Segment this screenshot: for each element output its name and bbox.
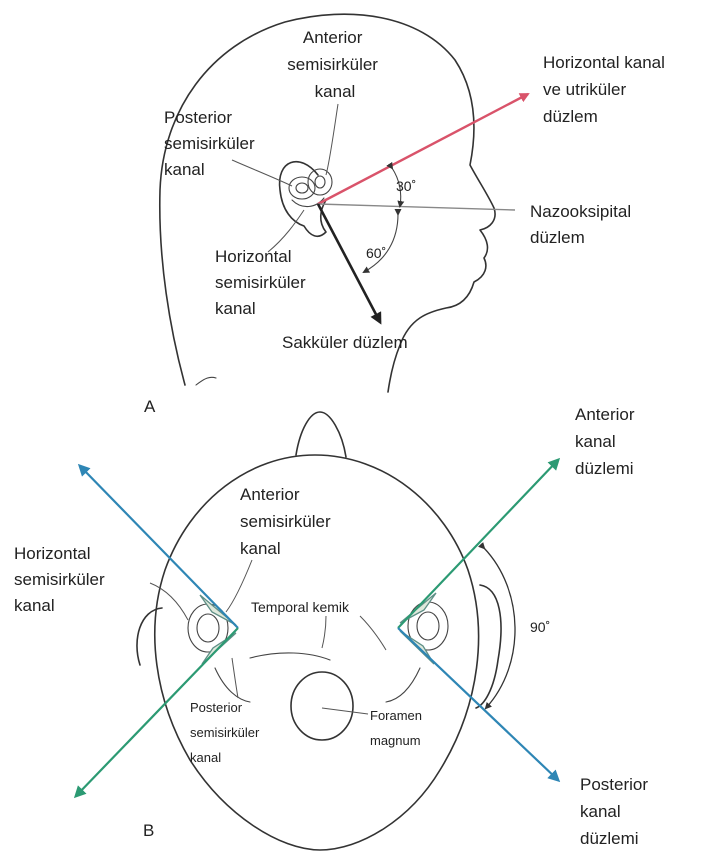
foramen-magnum-shape bbox=[291, 672, 353, 740]
leader-anterior-a bbox=[326, 104, 338, 175]
panel-b-letter: B bbox=[143, 821, 154, 840]
left-ear-outline bbox=[137, 608, 162, 665]
panel-b: Anterior kanal düzlemi Posterior kanal d… bbox=[14, 405, 653, 850]
posterior-plane-arrow-left-up bbox=[80, 466, 238, 628]
label-horizontal-canal-a: Horizontal semisirküler kanal bbox=[215, 247, 310, 318]
leader-foramen-b bbox=[322, 708, 368, 714]
leader-temporal-b bbox=[322, 616, 326, 648]
leader-posterior-b bbox=[232, 658, 238, 698]
panel-a-letter: A bbox=[144, 397, 156, 416]
label-anterior-plane: Anterior kanal düzlemi bbox=[575, 405, 639, 478]
saccular-plane-arrow bbox=[318, 204, 380, 322]
label-temporal-bone: Temporal kemik bbox=[251, 599, 350, 615]
label-anterior-canal-a: Anterior semisirküler kanal bbox=[287, 28, 382, 101]
label-posterior-canal-b: Posterior semisirküler kanal bbox=[190, 700, 263, 765]
label-anterior-canal-b: Anterior semisirküler kanal bbox=[240, 485, 335, 558]
leader-posterior-a bbox=[232, 160, 292, 186]
horizontal-canal-plane-arrow bbox=[318, 94, 528, 204]
label-saccular-plane: Sakküler düzlem bbox=[282, 333, 408, 352]
label-angle-90: 90˚ bbox=[530, 619, 550, 635]
temporal-bone-line-left bbox=[215, 668, 250, 702]
nose-outline bbox=[296, 412, 346, 457]
right-ear-outline bbox=[476, 585, 501, 708]
temporal-bone-line-right bbox=[386, 668, 420, 702]
head-back-line bbox=[196, 377, 216, 385]
angle-60-arc bbox=[364, 214, 398, 272]
label-nasooccipital-plane: Nazooksipital düzlem bbox=[530, 202, 636, 247]
label-posterior-plane: Posterior kanal düzlemi bbox=[580, 775, 653, 848]
panel-a: Anterior semisirküler kanal Posterior se… bbox=[144, 14, 670, 416]
leader-anterior-b bbox=[226, 560, 252, 612]
label-angle-30: 30˚ bbox=[396, 178, 416, 194]
label-posterior-canal-a: Posterior semisirküler kanal bbox=[164, 108, 259, 179]
temporal-bone-line-center bbox=[250, 653, 330, 660]
label-foramen-magnum: Foramen magnum bbox=[370, 708, 426, 748]
leader-temporal-b2 bbox=[360, 616, 386, 650]
anterior-plane-arrow-right-up bbox=[398, 460, 558, 628]
leader-horizontal-a bbox=[268, 210, 304, 252]
angle-90-arc bbox=[484, 548, 515, 708]
label-horizontal-canal-b: Horizontal semisirküler kanal bbox=[14, 544, 109, 615]
label-angle-60: 60˚ bbox=[366, 245, 386, 261]
label-horizontal-plane: Horizontal kanal ve utriküler düzlem bbox=[543, 53, 670, 126]
nasooccipital-plane-line bbox=[318, 204, 515, 210]
